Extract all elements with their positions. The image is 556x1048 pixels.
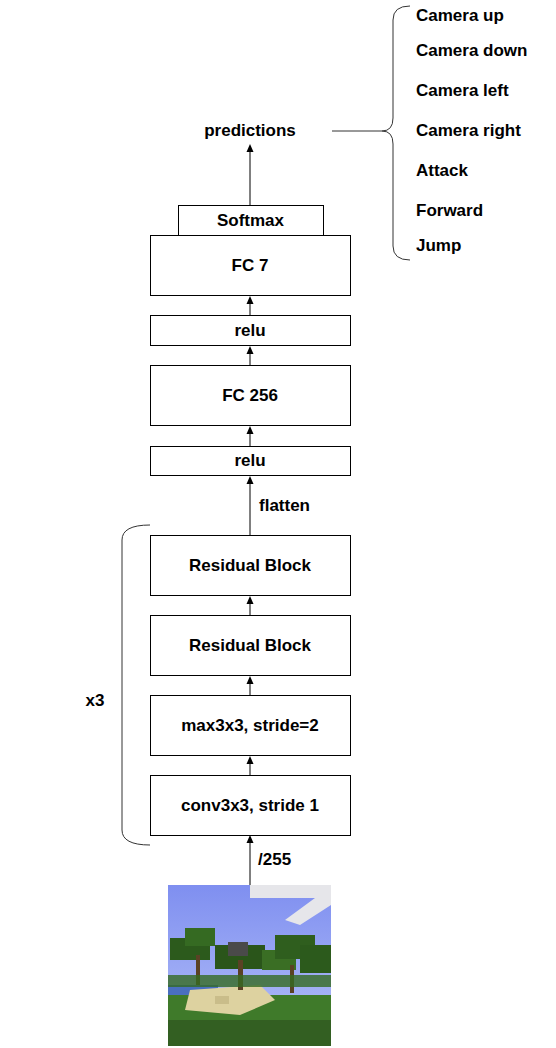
layer-box: Residual Block bbox=[150, 535, 351, 596]
output-label: predictions bbox=[204, 121, 296, 141]
flow-arrow bbox=[247, 476, 254, 535]
layer-box: FC 256 bbox=[150, 365, 351, 426]
repeat-bracket bbox=[122, 525, 150, 845]
layer-label: FC 7 bbox=[232, 256, 269, 276]
layer-box: relu bbox=[150, 446, 351, 476]
action-label: Camera up bbox=[416, 6, 504, 26]
flow-arrow bbox=[247, 596, 254, 615]
action-label: Attack bbox=[416, 161, 468, 181]
action-label: Camera right bbox=[416, 121, 521, 141]
flow-arrow bbox=[247, 426, 254, 446]
repeat-count: x3 bbox=[86, 691, 105, 711]
input-arrow bbox=[247, 835, 254, 885]
normalization-label: /255 bbox=[258, 850, 291, 870]
layer-box: relu bbox=[150, 315, 351, 346]
layer-label: relu bbox=[234, 321, 265, 341]
edge-label: flatten bbox=[259, 496, 310, 516]
softmax-box: Softmax bbox=[178, 205, 324, 236]
action-label: Camera down bbox=[416, 41, 527, 61]
minecraft-screenshot bbox=[168, 885, 331, 1046]
flow-arrow bbox=[247, 346, 254, 365]
layer-box: FC 7 bbox=[150, 235, 351, 296]
layer-label: Softmax bbox=[217, 211, 284, 231]
action-label: Forward bbox=[416, 201, 483, 221]
flow-arrow bbox=[247, 296, 254, 315]
action-label: Jump bbox=[416, 236, 461, 256]
layer-box: conv3x3, stride 1 bbox=[150, 775, 351, 836]
layer-label: FC 256 bbox=[222, 386, 278, 406]
output-arrow bbox=[247, 144, 254, 205]
layer-label: relu bbox=[234, 451, 265, 471]
layer-label: Residual Block bbox=[189, 636, 311, 656]
layer-label: Residual Block bbox=[189, 556, 311, 576]
flow-arrow bbox=[247, 756, 254, 775]
layer-box: Residual Block bbox=[150, 615, 351, 676]
action-label: Camera left bbox=[416, 81, 509, 101]
layer-label: max3x3, stride=2 bbox=[181, 716, 319, 736]
layer-label: conv3x3, stride 1 bbox=[181, 796, 319, 816]
action-brace bbox=[332, 6, 410, 260]
flow-arrow bbox=[247, 676, 254, 695]
layer-box: max3x3, stride=2 bbox=[150, 695, 351, 756]
